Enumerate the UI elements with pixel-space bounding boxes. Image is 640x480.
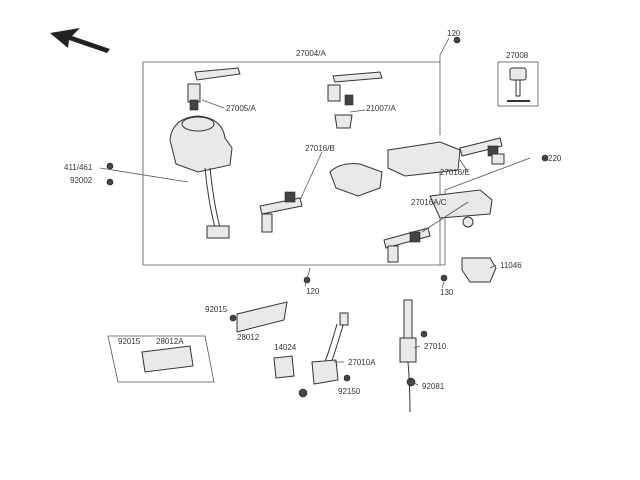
switch-27010 <box>399 299 428 413</box>
label-27016ac: 27016A/C <box>411 198 447 207</box>
part-labels: 27004/A 120 27008 27005/A 21007/A 411/46… <box>64 29 562 396</box>
label-27010a: 27010A <box>348 358 376 367</box>
label-92002: 92002 <box>70 176 93 185</box>
label-27010: 27010 <box>424 342 447 351</box>
ignition-switch <box>169 115 233 239</box>
inset-box-28012a <box>107 335 215 383</box>
label-220: 220 <box>548 154 562 163</box>
label-28012a: 28012A <box>156 337 184 346</box>
bracket <box>440 257 497 283</box>
label-21007a: 21007/A <box>366 104 396 113</box>
helmet-lock-center <box>259 163 383 233</box>
fasteners <box>106 36 549 322</box>
front-arrow-icon <box>50 28 110 53</box>
label-28012: 28012 <box>237 333 260 342</box>
label-92015-b: 92015 <box>118 337 141 346</box>
label-92015-a: 92015 <box>205 305 228 314</box>
plate-28012 <box>236 301 288 333</box>
key-set-box <box>497 61 539 107</box>
steering-lock <box>383 189 493 263</box>
label-27016e: 27016/E <box>440 168 470 177</box>
label-27016b: 27016/B <box>305 144 335 153</box>
label-11046: 11046 <box>500 261 522 270</box>
ignition-keys <box>187 67 241 111</box>
label-92150: 92150 <box>338 387 361 396</box>
label-120-top: 120 <box>447 29 461 38</box>
label-14024: 14024 <box>274 343 297 352</box>
label-27005a: 27005/A <box>226 104 256 113</box>
seat-lock-keys <box>327 71 383 129</box>
label-120-bottom: 120 <box>306 287 320 296</box>
label-411-461: 411/461 <box>64 163 93 172</box>
label-27008: 27008 <box>506 51 529 60</box>
switch-27010a <box>273 312 351 398</box>
label-27004a: 27004/A <box>296 49 326 58</box>
label-92081: 92081 <box>422 382 445 391</box>
label-130: 130 <box>440 288 454 297</box>
leader-lines <box>99 37 531 386</box>
fuel-cap-lock <box>387 137 505 177</box>
